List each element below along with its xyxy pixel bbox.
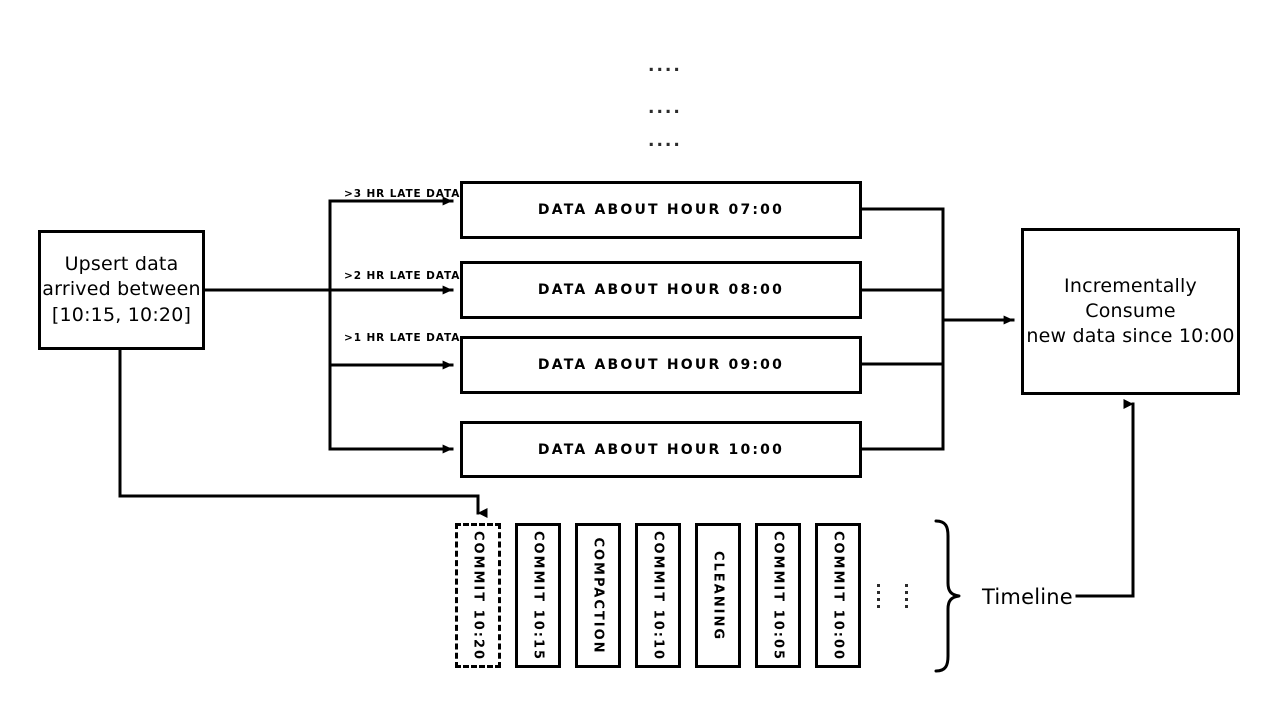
timeline-brace	[934, 519, 961, 673]
source-node-line-3: [10:15, 10:20]	[51, 303, 192, 326]
sink-node-line-1: Incrementally Consume	[1064, 274, 1197, 322]
sink-node-line-2: new data since 10:00	[1026, 325, 1235, 348]
timeline-instant-compaction[interactable]: COMPACTION	[575, 523, 621, 668]
partition-label-hour-07: DATA ABOUT HOUR 07:00	[537, 202, 785, 218]
timeline-instant-label-commit-1000: COMMIT 10:00	[830, 530, 846, 661]
sink-node-label: Incrementally Consume new data since 10:…	[1024, 274, 1237, 349]
timeline-instant-commit-1020[interactable]: COMMIT 10:20	[455, 523, 501, 668]
timeline-ellipsis-1	[877, 584, 881, 612]
edge-label-2hr-late: >2 HR LATE DATA	[344, 270, 461, 282]
partition-box-hour-07[interactable]: DATA ABOUT HOUR 07:00	[460, 181, 862, 239]
partition-label-hour-09: DATA ABOUT HOUR 09:00	[537, 357, 785, 373]
source-node-line-1: Upsert data	[64, 253, 179, 276]
edge-source-to-commit	[118, 348, 488, 518]
timeline-instant-label-commit-1005: COMMIT 10:05	[770, 530, 786, 661]
edge-label-3hr-late: >3 HR LATE DATA	[344, 188, 461, 200]
timeline-ellipsis-2	[905, 584, 909, 612]
partition-label-hour-08: DATA ABOUT HOUR 08:00	[537, 282, 785, 298]
timeline-instant-commit-1015[interactable]: COMMIT 10:15	[515, 523, 561, 668]
source-node-upsert-data[interactable]: Upsert data arrived between [10:15, 10:2…	[38, 230, 205, 350]
timeline-instant-commit-1010[interactable]: COMMIT 10:10	[635, 523, 681, 668]
timeline-instant-cleaning[interactable]: CLEANING	[695, 523, 741, 668]
timeline-instant-label-compaction: COMPACTION	[590, 536, 606, 655]
timeline-instant-label-commit-1015: COMMIT 10:15	[530, 530, 546, 661]
partition-label-hour-10: DATA ABOUT HOUR 10:00	[537, 441, 785, 458]
timeline-instant-label-commit-1010: COMMIT 10:10	[650, 530, 666, 661]
partition-box-hour-08[interactable]: DATA ABOUT HOUR 08:00	[460, 261, 862, 319]
timeline-instant-label-commit-1020: COMMIT 10:20	[470, 530, 486, 661]
source-node-line-2: arrived between	[42, 278, 201, 301]
sink-node-incremental-consume[interactable]: Incrementally Consume new data since 10:…	[1021, 228, 1240, 395]
timeline-instant-commit-1000[interactable]: COMMIT 10:00	[815, 523, 861, 668]
timeline-instant-commit-1005[interactable]: COMMIT 10:05	[755, 523, 801, 668]
timeline-label: Timeline	[982, 585, 1073, 609]
partition-box-hour-10[interactable]: DATA ABOUT HOUR 10:00	[460, 421, 862, 478]
top-ellipsis-row-1: ....	[648, 56, 682, 76]
edge-label-1hr-late: >1 HR LATE DATA	[344, 332, 461, 344]
top-ellipsis-row-3: ....	[648, 131, 682, 151]
source-node-label: Upsert data arrived between [10:15, 10:2…	[42, 252, 200, 327]
partition-box-hour-09[interactable]: DATA ABOUT HOUR 09:00	[460, 336, 862, 394]
timeline-instant-label-cleaning: CLEANING	[710, 550, 726, 641]
top-ellipsis-row-2: ....	[648, 98, 682, 118]
edge-timeline-to-consume	[1075, 399, 1135, 598]
